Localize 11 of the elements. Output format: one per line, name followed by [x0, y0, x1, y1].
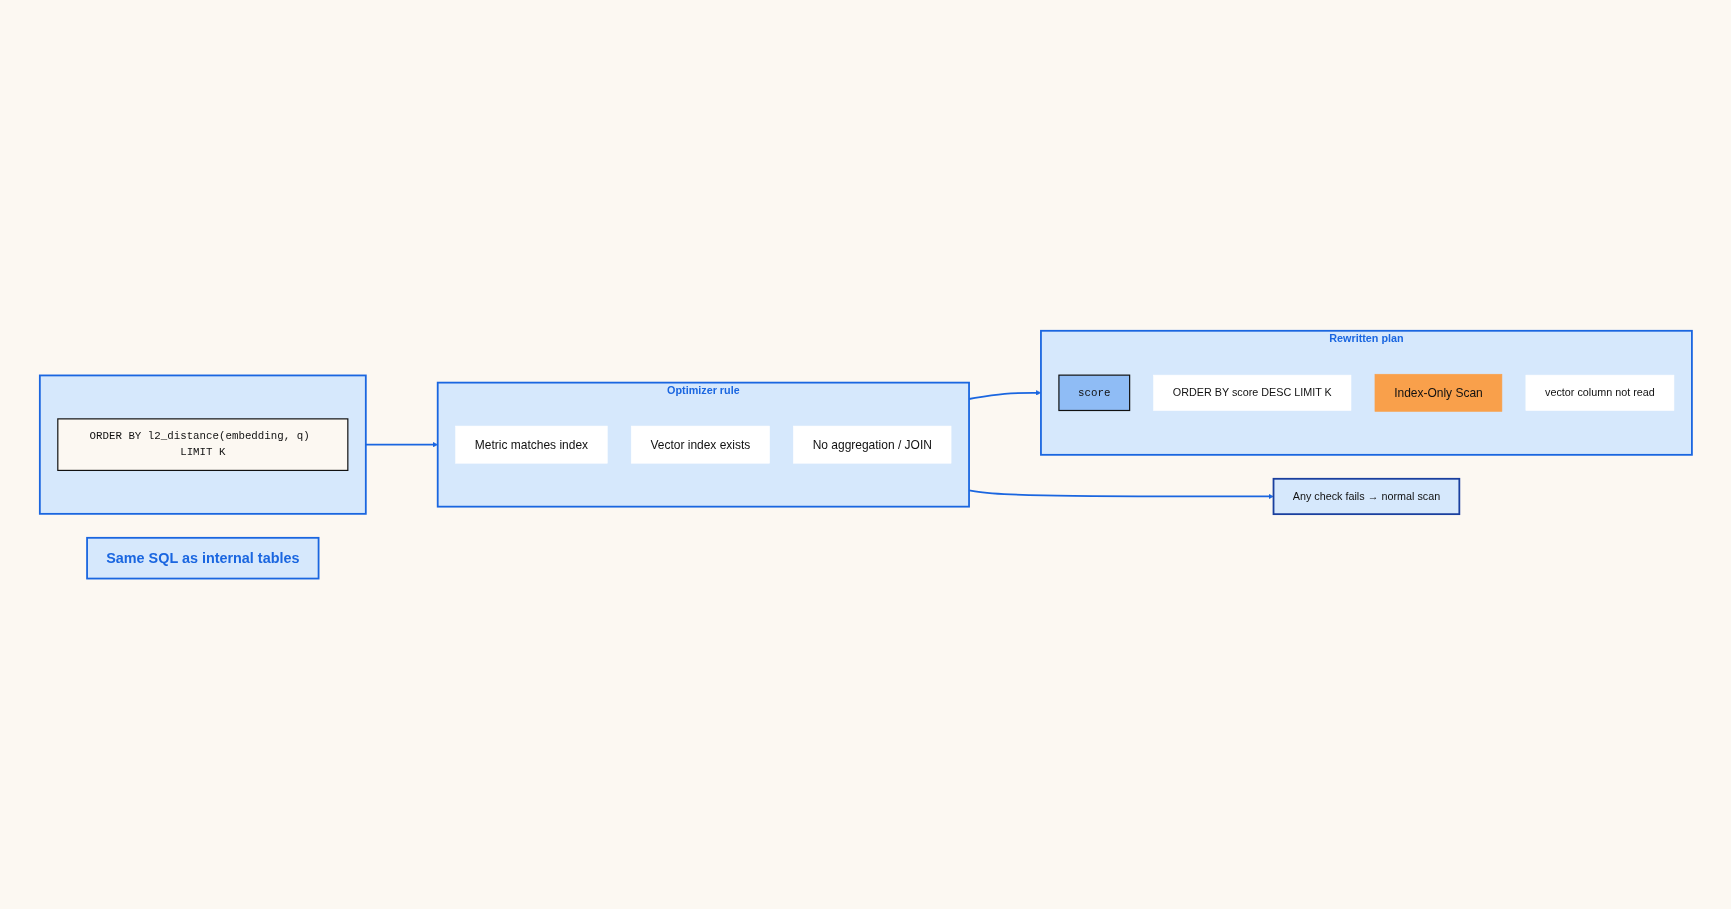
cluster	[38, 374, 367, 515]
node-box: ORDER BY l2_distance(embedding, q) LIMIT K	[56, 418, 349, 471]
node-box: Index-Only Scan	[1374, 373, 1502, 412]
node-box: vector column not read	[1525, 374, 1674, 411]
node-box: Metric matches index	[455, 425, 608, 464]
node-box: ORDER BY score DESC LIMIT K	[1152, 374, 1351, 411]
node-box: Same SQL as internal tables	[85, 536, 320, 580]
node-box: Vector index exists	[630, 425, 770, 464]
node-box: No aggregation / JOIN	[792, 425, 951, 464]
node-box: score	[1057, 374, 1130, 411]
node-box: Any check fails → normal scan	[1272, 477, 1460, 515]
